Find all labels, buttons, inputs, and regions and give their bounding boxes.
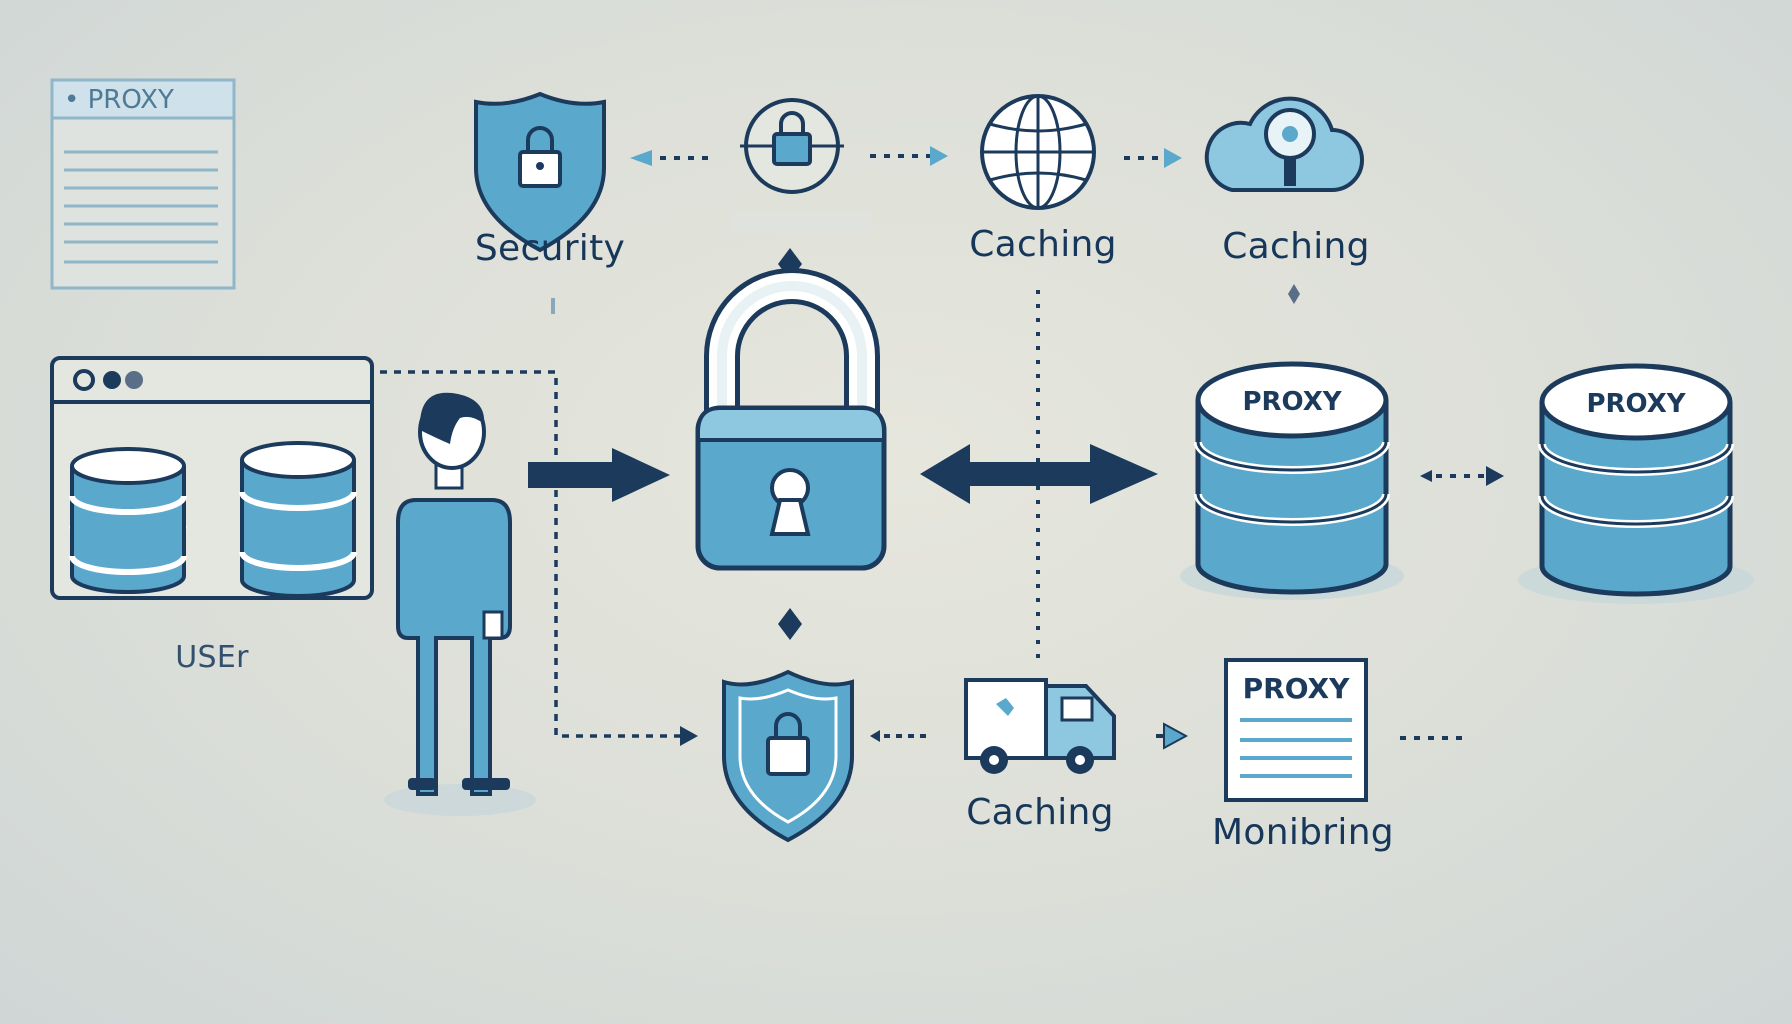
database-icon: [239, 441, 357, 598]
label-caching-top: Caching: [969, 224, 1117, 265]
connector-dashed-route: [380, 370, 698, 746]
server-stack-icon: PROXY: [1518, 363, 1754, 604]
arrow-user-to-lock: [528, 448, 670, 502]
arrow-bidirectional: [920, 444, 1158, 504]
connector-bottom-row: [870, 722, 1470, 750]
report-icon: PROXY: [1224, 658, 1368, 802]
label-monitoring: Monibring: [1212, 812, 1394, 853]
cloud-key-icon: [1204, 96, 1364, 192]
label-user: USEr: [175, 640, 249, 675]
database-icon: [69, 447, 187, 594]
doc-bottom-title: PROXY: [1243, 672, 1350, 705]
label-caching-bottom: Caching: [966, 792, 1114, 833]
diamond-marker: [778, 608, 802, 640]
document-icon: • PROXY: [50, 78, 236, 290]
shield-lock-icon: [722, 669, 854, 843]
delivery-truck-icon: [964, 678, 1116, 774]
tick-mark: [1288, 284, 1300, 304]
label-caching-top-right: Caching: [1222, 226, 1370, 267]
lock-icon: [740, 98, 844, 194]
tick-mark: [551, 298, 555, 314]
shield-lock-icon: [474, 91, 606, 253]
connector-proxy-to-proxy: [1420, 466, 1504, 486]
connector-top-row: [630, 146, 1182, 168]
globe-icon: [980, 94, 1096, 210]
proxy-server-left-label: PROXY: [1242, 387, 1342, 417]
faded-label: [732, 212, 872, 232]
user-icon: [384, 392, 536, 816]
padlock-icon: [695, 268, 887, 571]
proxy-server-right-label: PROXY: [1586, 389, 1686, 419]
label-security: Security: [474, 228, 626, 269]
server-stack-icon: PROXY: [1180, 361, 1404, 600]
doc-top-left-title: • PROXY: [64, 85, 174, 115]
